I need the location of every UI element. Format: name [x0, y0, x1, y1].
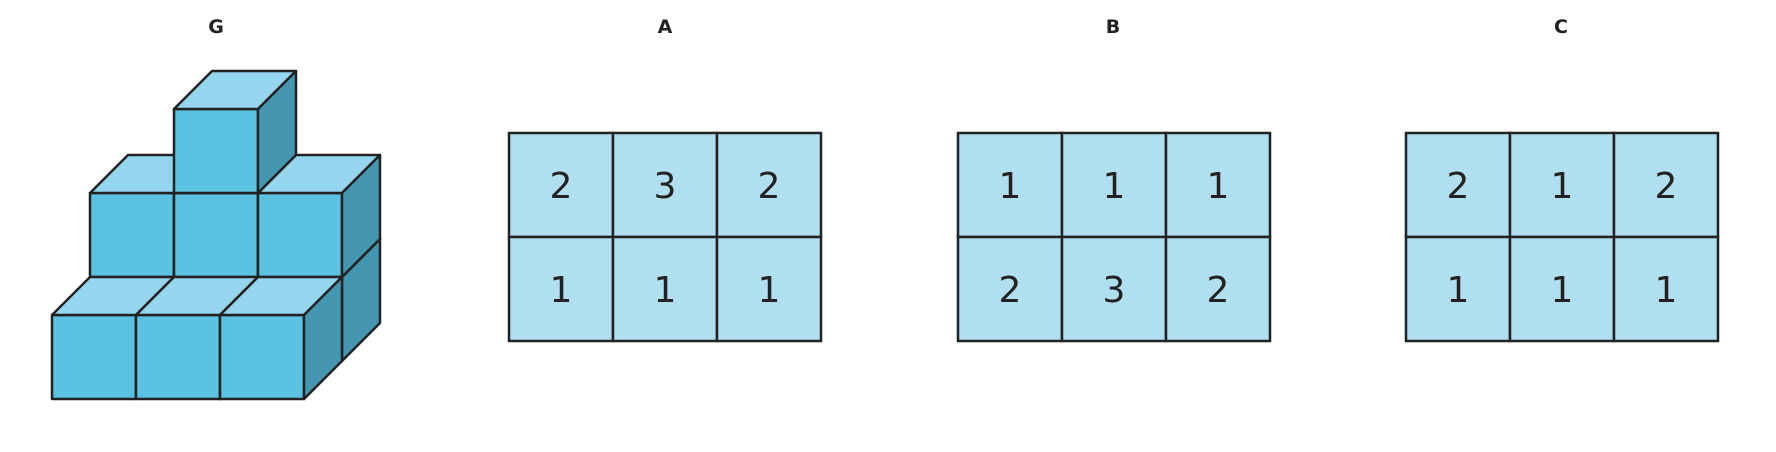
cube-front-face: [256, 191, 344, 279]
grid-cell-count: 1: [654, 270, 677, 311]
grid-cell-count: 1: [1655, 270, 1678, 311]
cube-side-face: [302, 275, 344, 401]
panel-b-label: B: [1106, 16, 1120, 38]
cube-front-face: [50, 313, 138, 401]
panel-c: C 2 1 2 1 1 1: [1404, 16, 1720, 343]
grid-cell-count: 2: [1447, 166, 1470, 207]
grid-cell-count: 1: [550, 270, 573, 311]
panel-g: G: [50, 16, 382, 401]
panel-a-label: A: [658, 16, 673, 38]
grid-cell: [1612, 131, 1720, 239]
cube-stack: [50, 69, 382, 401]
grid-cell-count: 2: [1655, 166, 1678, 207]
grid-cell-count: 2: [999, 270, 1022, 311]
top-view-grid-b: 1 1 1 2 3 2: [956, 131, 1272, 343]
top-view-grid-c: 2 1 2 1 1 1: [1404, 131, 1720, 343]
grid-cell-count: 2: [1207, 270, 1230, 311]
grid-cell-count: 3: [1103, 270, 1126, 311]
cube-front-face: [218, 313, 306, 401]
panel-b: B 1 1 1 2 3 2: [956, 16, 1272, 343]
grid-cell-count: 1: [758, 270, 781, 311]
grid-cell-count: 2: [758, 166, 781, 207]
grid-cell: [1508, 131, 1616, 239]
grid-cell: [956, 235, 1064, 343]
panel-c-label: C: [1554, 16, 1568, 38]
grid-cell: [956, 131, 1064, 239]
grid-cell: [1164, 235, 1272, 343]
grid-cell: [1404, 235, 1512, 343]
grid-cell-count: 1: [1551, 166, 1574, 207]
grid-cell: [1060, 235, 1168, 343]
grid-cell-count: 1: [1447, 270, 1470, 311]
grid-cell: [1508, 235, 1616, 343]
cube-front-face: [88, 191, 176, 279]
grid-cell-count: 3: [654, 166, 677, 207]
grid-cell: [715, 235, 823, 343]
grid-cell-count: 1: [999, 166, 1022, 207]
cube-front-face: [172, 107, 260, 195]
grid-cell: [1612, 235, 1720, 343]
grid-cell: [1060, 131, 1168, 239]
top-view-grid-a: 2 3 2 1 1 1: [507, 131, 823, 343]
cube-side-face: [256, 69, 298, 195]
grid-cell-count: 2: [550, 166, 573, 207]
cube-side-face: [340, 153, 382, 279]
grid-cell: [1164, 131, 1272, 239]
grid-cell: [611, 131, 719, 239]
grid-cell-count: 1: [1551, 270, 1574, 311]
grid-cell: [507, 235, 615, 343]
panel-g-label: G: [208, 16, 224, 38]
cube-front-face: [172, 191, 260, 279]
panel-a: A 2 3 2 1 1 1: [507, 16, 823, 343]
grid-cell-count: 1: [1207, 166, 1230, 207]
cube-front-face: [134, 313, 222, 401]
grid-cell: [611, 235, 719, 343]
grid-cell-count: 1: [1103, 166, 1126, 207]
grid-cell: [715, 131, 823, 239]
grid-cell: [1404, 131, 1512, 239]
